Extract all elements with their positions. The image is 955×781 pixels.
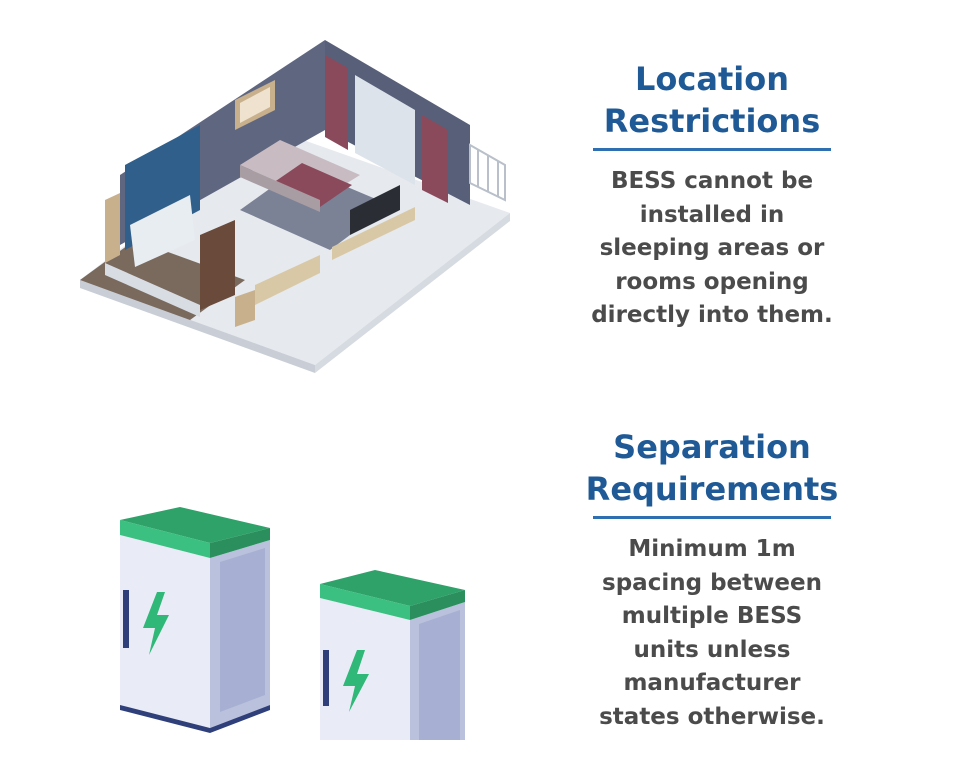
location-body-line: directly into them. xyxy=(591,302,833,328)
separation-body-line: spacing between xyxy=(602,569,822,596)
hotel-room-illustration xyxy=(80,40,510,373)
battery-top xyxy=(120,507,270,543)
battery-unit-1 xyxy=(120,507,270,733)
battery-units-illustration xyxy=(120,507,465,740)
location-divider xyxy=(593,148,831,151)
battery-handle xyxy=(123,590,129,648)
separation-text-block: Separation Requirements Minimum 1m spaci… xyxy=(572,426,852,734)
location-body-line: sleeping areas or xyxy=(599,235,825,261)
separation-heading-line2: Requirements xyxy=(585,470,839,508)
location-heading: Location Restrictions xyxy=(572,58,852,142)
separation-body-line: manufacturer xyxy=(623,670,801,696)
separation-heading-line1: Separation xyxy=(613,428,811,466)
separation-body-line: Minimum 1m xyxy=(628,536,796,562)
location-body: BESS cannot be installed in sleeping are… xyxy=(572,165,852,333)
door xyxy=(200,220,235,310)
location-heading-line2: Restrictions xyxy=(603,102,821,140)
separation-body-line: units unless xyxy=(633,636,791,663)
location-heading-line1: Location xyxy=(635,60,789,98)
location-body-line: BESS cannot be xyxy=(610,168,814,194)
location-body-line: installed in xyxy=(639,201,785,228)
battery-handle xyxy=(323,650,329,706)
curtain-right xyxy=(422,115,448,203)
location-text-block: Location Restrictions BESS cannot be ins… xyxy=(572,58,852,333)
window xyxy=(355,75,415,185)
separation-heading: Separation Requirements xyxy=(572,426,852,510)
lightning-bolt-icon xyxy=(343,650,369,712)
lightning-bolt-icon xyxy=(143,592,169,655)
separation-body-line: states otherwise. xyxy=(599,703,825,730)
tv-console xyxy=(332,207,415,260)
separation-requirements-section: Separation Requirements Minimum 1m spaci… xyxy=(0,390,955,781)
curtain-left xyxy=(325,55,348,150)
location-body-line: rooms opening xyxy=(615,268,809,295)
separation-divider xyxy=(593,516,831,519)
separation-body-line: multiple BESS xyxy=(621,603,803,629)
tv xyxy=(350,185,400,235)
separation-body: Minimum 1m spacing between multiple BESS… xyxy=(572,533,852,734)
location-restrictions-section: Location Restrictions BESS cannot be ins… xyxy=(0,0,955,390)
battery-top xyxy=(320,570,465,606)
sofa xyxy=(255,255,320,305)
battery-unit-2 xyxy=(320,570,465,740)
